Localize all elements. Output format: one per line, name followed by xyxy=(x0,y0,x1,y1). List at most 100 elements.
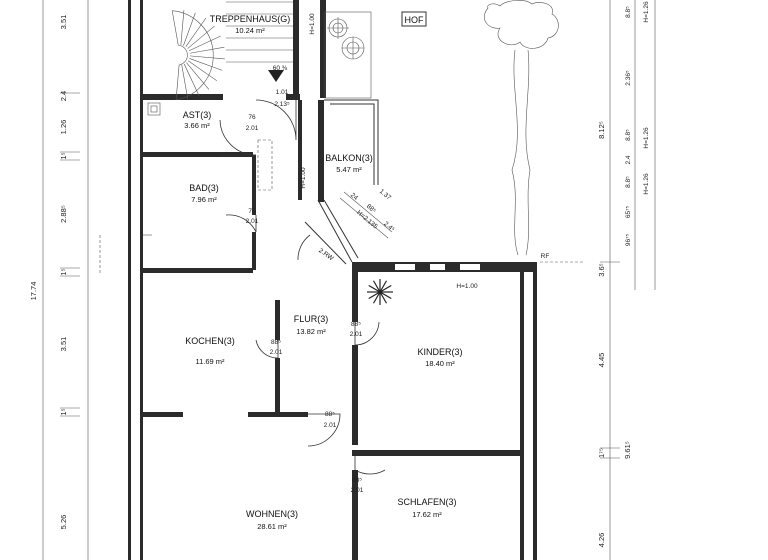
stair-rail xyxy=(172,10,214,101)
svg-text:4.45: 4.45 xyxy=(597,353,606,368)
stair-tread xyxy=(189,46,225,54)
room-area-bad: 7.96 m² xyxy=(191,195,217,204)
svg-text:3.6⁵: 3.6⁵ xyxy=(597,263,606,277)
tree-icon xyxy=(483,0,559,256)
plant-leaf xyxy=(379,284,392,293)
hof-box xyxy=(401,11,427,27)
plant-leaf xyxy=(379,280,388,293)
svg-text:2.36⁵: 2.36⁵ xyxy=(625,70,632,86)
stair-tread xyxy=(181,64,189,100)
svg-text:2.01: 2.01 xyxy=(270,349,283,356)
svg-text:2.01: 2.01 xyxy=(324,422,337,429)
dimensions-left: 3.51 2.4 1.26 1⁵ 2.88⁵ 1⁵ 3.51 1⁵ 5.26 1… xyxy=(29,15,68,530)
room-name-balkon: BALKON(3) xyxy=(325,153,373,163)
room-area-schlafen: 17.62 m² xyxy=(412,510,442,519)
svg-text:1⁵: 1⁵ xyxy=(59,408,68,415)
plant-leaf xyxy=(379,291,392,300)
svg-text:2.13⁵: 2.13⁵ xyxy=(274,101,290,108)
svg-text:2.4⁵: 2.4⁵ xyxy=(382,220,396,233)
room-name-kochen: KOCHEN(3) xyxy=(185,336,235,346)
height-label-balkon: H=2.135 xyxy=(355,209,379,231)
stair-tread xyxy=(175,64,180,100)
room-area-flur: 13.82 m² xyxy=(296,327,326,336)
svg-text:4.26: 4.26 xyxy=(597,533,606,548)
plant-leaf xyxy=(368,284,381,293)
bathroom-fixtures xyxy=(143,102,273,236)
door-swings xyxy=(219,99,386,475)
svg-text:H=1.26: H=1.26 xyxy=(643,173,650,195)
svg-text:65⁷⁵: 65⁷⁵ xyxy=(625,206,632,219)
room-area-wohnen: 28.61 m² xyxy=(257,522,287,531)
svg-text:76: 76 xyxy=(248,114,256,121)
room-name-ast: AST(3) xyxy=(183,110,212,120)
svg-text:88⁵: 88⁵ xyxy=(365,203,377,215)
plant-leaf xyxy=(368,291,381,300)
svg-text:1.01: 1.01 xyxy=(276,89,289,96)
room-name-treppenhaus: TREPPENHAUS(G) xyxy=(210,14,291,24)
room-name-flur: FLUR(3) xyxy=(294,314,329,324)
stair-tread xyxy=(189,55,225,60)
height-label-kinder: H=1.00 xyxy=(456,283,478,290)
room-area-kinder: 18.40 m² xyxy=(425,359,455,368)
room-name-kinder: KINDER(3) xyxy=(417,347,462,357)
stair-tread xyxy=(185,17,207,47)
svg-text:H=1.26: H=1.26 xyxy=(643,1,650,23)
svg-text:1.37: 1.37 xyxy=(378,188,392,202)
courtyard-plants xyxy=(324,11,372,99)
svg-text:2.01: 2.01 xyxy=(350,331,363,338)
stair-tread xyxy=(171,10,179,46)
rf-label: RF xyxy=(541,253,550,260)
stair-tread xyxy=(180,10,185,46)
svg-text:24: 24 xyxy=(349,192,359,202)
stair-rail xyxy=(178,44,188,66)
svg-text:2.01: 2.01 xyxy=(246,125,259,132)
svg-text:8.8⁵: 8.8⁵ xyxy=(625,176,632,188)
svg-text:2.01: 2.01 xyxy=(246,218,259,225)
svg-text:1⁵: 1⁵ xyxy=(59,268,68,275)
plant-leaf xyxy=(372,280,381,293)
plant-leaf xyxy=(379,291,388,304)
dimension-lines xyxy=(42,0,656,560)
room-name-bad: BAD(3) xyxy=(189,183,219,193)
staircase xyxy=(171,1,293,101)
svg-text:2.4: 2.4 xyxy=(625,155,632,164)
room-name-schlafen: SCHLAFEN(3) xyxy=(397,497,456,507)
walls xyxy=(128,0,537,560)
stair-tread xyxy=(183,12,196,46)
svg-text:88⁵: 88⁵ xyxy=(351,321,361,328)
height-label-left: H=1.00 xyxy=(300,167,307,189)
svg-text:2.01: 2.01 xyxy=(351,487,364,494)
room-name-wohnen: WOHNEN(3) xyxy=(246,509,298,519)
svg-text:1.26: 1.26 xyxy=(59,120,68,135)
svg-text:5.26: 5.26 xyxy=(59,515,68,530)
svg-text:2.4: 2.4 xyxy=(59,91,68,101)
svg-text:17.74: 17.74 xyxy=(29,282,38,301)
dimensions-right: 8.12⁵ 3.6⁵ 4.45 1⁷⁵ 9.61⁵ 4.26 8.8⁵ 2.36… xyxy=(597,1,650,547)
room-area-balkon: 5.47 m² xyxy=(336,165,362,174)
stair-tread xyxy=(188,60,218,82)
balcony-outline xyxy=(304,99,393,265)
stair-tread xyxy=(189,58,223,71)
door-labels: 1.01 2.13⁵ 76 2.01 76 2.01 88⁵ 2.01 88⁵ … xyxy=(246,89,364,494)
svg-text:9.61⁵: 9.61⁵ xyxy=(623,441,632,459)
room-labels: TREPPENHAUS(G) 10.24 m² AST(3) 3.66 m² B… xyxy=(183,14,463,531)
room-area-kochen: 11.69 m² xyxy=(195,357,225,366)
svg-text:8.8⁵: 8.8⁵ xyxy=(625,129,632,141)
stair-tread xyxy=(188,35,221,52)
svg-text:3.51: 3.51 xyxy=(59,337,68,352)
svg-text:1⁷⁵: 1⁷⁵ xyxy=(597,448,606,458)
svg-text:88⁵: 88⁵ xyxy=(271,339,281,346)
svg-text:8.12⁵: 8.12⁵ xyxy=(597,121,606,139)
svg-text:8.8⁵: 8.8⁵ xyxy=(625,6,632,18)
svg-text:76: 76 xyxy=(248,208,256,215)
room-area-ast: 3.66 m² xyxy=(184,121,210,130)
svg-text:3.51: 3.51 xyxy=(59,15,68,30)
hof-label: HOF xyxy=(405,15,425,25)
plant-leaf xyxy=(372,291,381,304)
misc-labels: H=1.00 H=1.00 H=1.00 2.RW RF H=2.135 60 … xyxy=(273,13,550,290)
svg-text:88⁵: 88⁵ xyxy=(325,411,335,418)
stair-tread xyxy=(186,62,210,90)
svg-text:H=1.26: H=1.26 xyxy=(643,127,650,149)
height-label-top: H=1.00 xyxy=(309,13,316,35)
